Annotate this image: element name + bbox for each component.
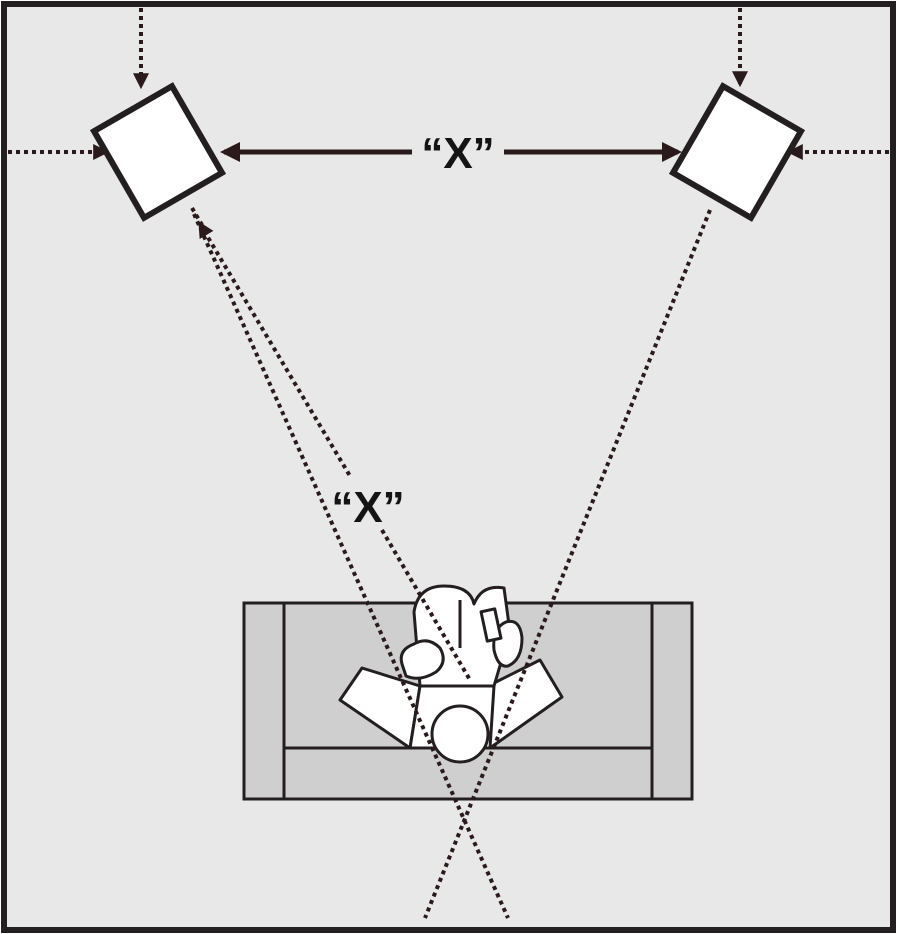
listener-head bbox=[430, 704, 490, 764]
left-speaker bbox=[89, 82, 227, 222]
wall-distance-guides bbox=[8, 8, 889, 160]
speaker-spacing-label: “X” bbox=[421, 129, 494, 178]
listening-axes bbox=[192, 209, 712, 919]
listening-distance-label: “X” bbox=[331, 483, 404, 532]
sofa-right-arm bbox=[650, 601, 694, 801]
listener bbox=[338, 584, 564, 764]
listener-left-hand bbox=[399, 639, 445, 680]
left-speaker-to-listener-axis bbox=[192, 213, 510, 919]
sofa-left-arm bbox=[242, 601, 286, 801]
listening-distance-guide bbox=[190, 206, 472, 682]
listening-distance-guide-lower bbox=[380, 528, 472, 682]
remote-control-icon bbox=[479, 607, 503, 643]
right-speaker bbox=[668, 82, 806, 222]
listening-distance-guide-upper bbox=[198, 221, 352, 478]
